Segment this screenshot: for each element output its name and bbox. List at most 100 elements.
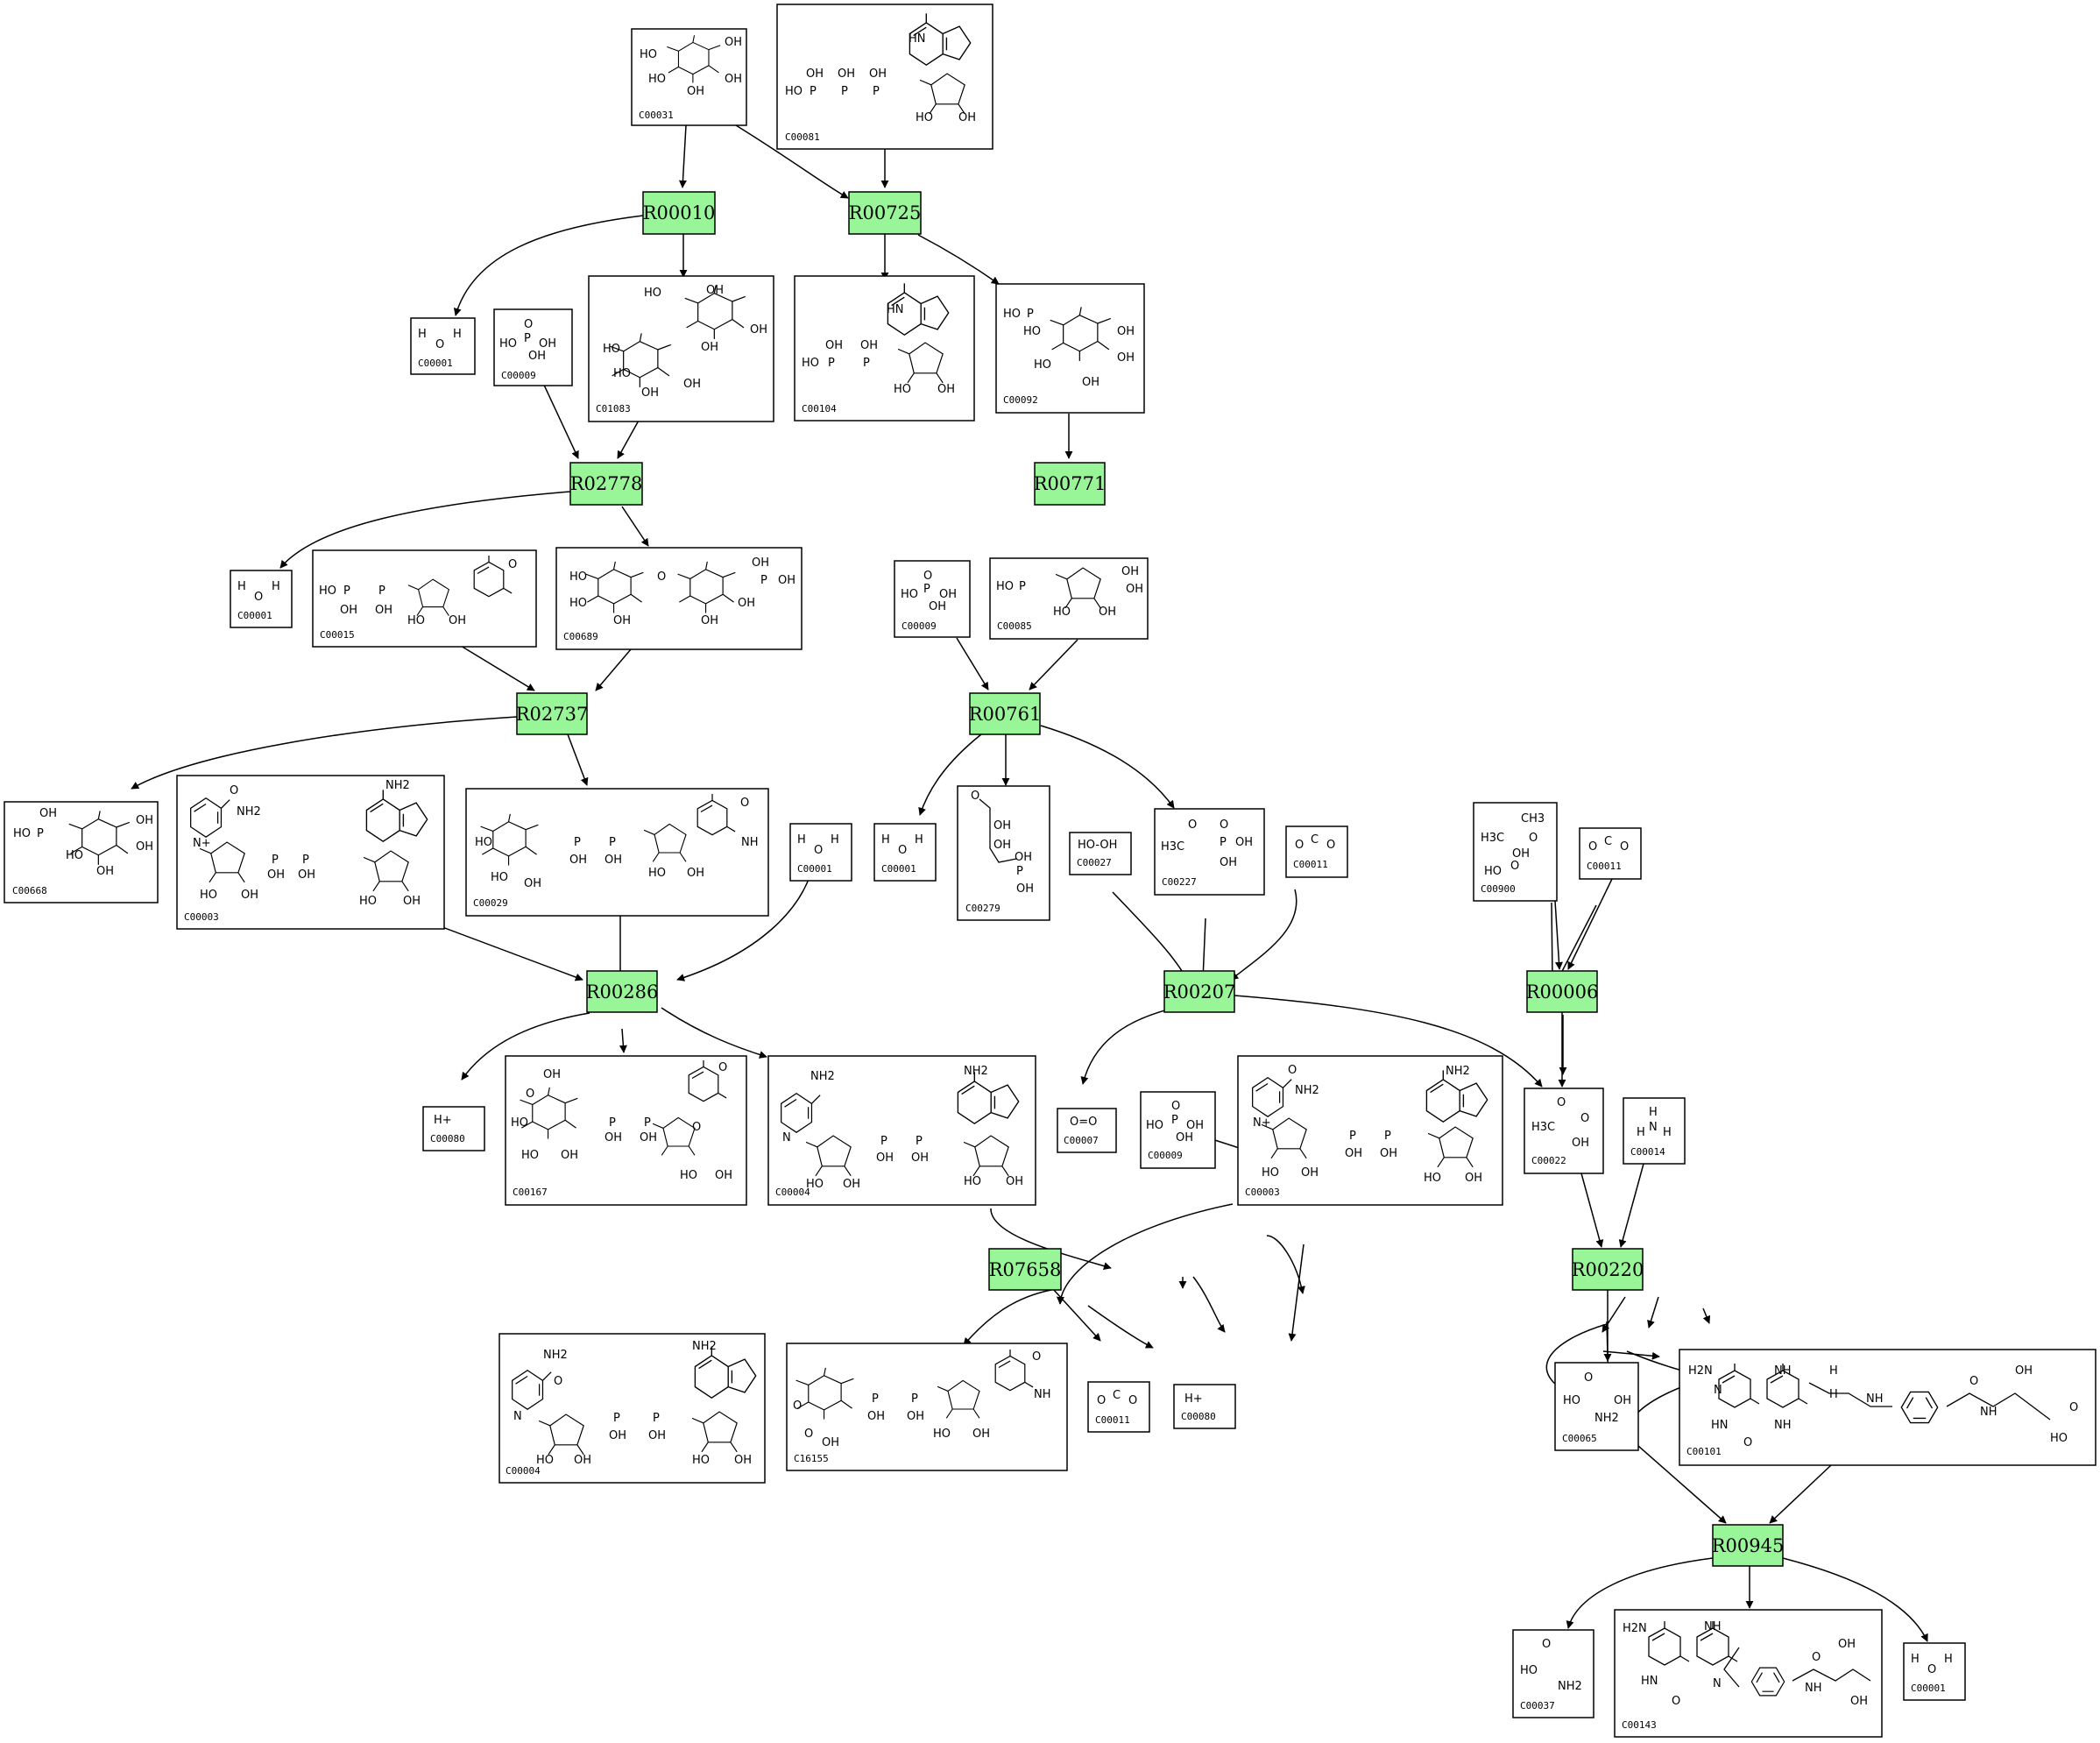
compound-label: C00143 bbox=[1622, 1719, 1657, 1731]
edge bbox=[1029, 639, 1078, 691]
compound-c00104[interactable]: HO P P OH OH HN HO OH C00104 bbox=[794, 275, 975, 422]
atom-label: O bbox=[971, 790, 979, 803]
compound-c00011[interactable]: O C O C00011 bbox=[1285, 825, 1348, 878]
reaction-r00945[interactable]: R00945 bbox=[1712, 1524, 1785, 1567]
atom-label: H bbox=[1829, 1388, 1838, 1401]
compound-c00011[interactable]: O C O C00011 bbox=[1087, 1381, 1150, 1433]
atom-label: OH bbox=[528, 350, 546, 363]
atom-label: O bbox=[1620, 840, 1629, 854]
edge bbox=[595, 648, 632, 691]
c00279-skeleton bbox=[979, 798, 1017, 863]
compound-c00080[interactable]: H+ C00080 bbox=[1173, 1384, 1236, 1429]
atom-label: O bbox=[254, 591, 263, 604]
compound-c00900[interactable]: CH3 H3C O OH HO O C00900 bbox=[1473, 802, 1558, 902]
edge bbox=[619, 1028, 627, 1053]
c00101-chain bbox=[1808, 1382, 2051, 1421]
compound-c00031[interactable]: HO OH OH HO OH C00031 bbox=[631, 28, 747, 126]
atom-label: OH bbox=[574, 1454, 591, 1467]
atom-label: OH bbox=[1614, 1394, 1631, 1407]
compound-c00080[interactable]: H+ C00080 bbox=[422, 1106, 485, 1151]
atom-label: O bbox=[1032, 1350, 1041, 1364]
compound-label: C00081 bbox=[785, 131, 820, 143]
atom-label: OH bbox=[911, 1151, 929, 1165]
compound-c00009[interactable]: O HO P OH OH C00009 bbox=[894, 560, 971, 638]
atom-label: H bbox=[272, 580, 280, 593]
atom-label: HO bbox=[996, 580, 1014, 593]
atom-label: HO bbox=[407, 614, 425, 627]
compound-c00003[interactable]: O NH2 N+ P P OH OH NH2 HO OH HO OH C0000… bbox=[176, 775, 445, 930]
reaction-r02737[interactable]: R02737 bbox=[516, 692, 589, 735]
compound-c00009[interactable]: O HO P OH OH C00009 bbox=[1140, 1091, 1216, 1169]
atom-label: OH bbox=[524, 877, 541, 890]
compound-c00027[interactable]: HO-OH C00027 bbox=[1069, 832, 1132, 875]
compound-c00001[interactable]: H O H C00001 bbox=[873, 823, 937, 882]
compound-c00009[interactable]: O HO P OH OH C00009 bbox=[493, 308, 573, 386]
atom-label: O bbox=[1171, 1100, 1180, 1113]
compound-c00279[interactable]: O OH OH OH P OH C00279 bbox=[957, 785, 1050, 921]
atom-label: P bbox=[609, 1116, 616, 1130]
reaction-r00207[interactable]: R00207 bbox=[1163, 970, 1236, 1013]
compound-label: C00689 bbox=[563, 631, 598, 642]
atom-label: OH bbox=[822, 1436, 839, 1449]
compound-c00227[interactable]: O O H3C P OH OH C00227 bbox=[1154, 808, 1265, 896]
compound-c00037[interactable]: O HO NH2 C00037 bbox=[1512, 1629, 1594, 1718]
compound-c00001[interactable]: H O H C00001 bbox=[789, 823, 852, 882]
atom-label: NH bbox=[1704, 1620, 1722, 1633]
compound-c00029[interactable]: HO P P OH OH HO OH HO OH O NH C00029 bbox=[465, 788, 769, 917]
compound-c00065[interactable]: O HO OH NH2 C00065 bbox=[1554, 1362, 1639, 1451]
atom-label: OH bbox=[1099, 606, 1116, 619]
compound-c00081[interactable]: HO P P P OH OH OH HN HO OH C00081 bbox=[776, 4, 993, 150]
reaction-r00010[interactable]: R00010 bbox=[642, 191, 716, 235]
reaction-r00771[interactable]: R00771 bbox=[1034, 462, 1107, 506]
atom-label: NH2 bbox=[237, 805, 261, 818]
reaction-r00286[interactable]: R00286 bbox=[586, 970, 659, 1013]
atom-label: NH2 bbox=[1558, 1680, 1582, 1693]
atom-label: OH bbox=[1126, 583, 1143, 596]
compound-c00014[interactable]: H H N H C00014 bbox=[1623, 1097, 1686, 1165]
edge bbox=[1602, 1296, 1626, 1333]
compound-c00668[interactable]: HO P OH OH OH HO OH C00668 bbox=[4, 801, 159, 903]
compound-c00689[interactable]: HO HO OH O OH OH OH P OH C00689 bbox=[555, 547, 803, 650]
compound-c00004[interactable]: NH2 N P P OH OH NH2 HO OH HO OH C00004 bbox=[767, 1055, 1036, 1206]
compound-c00022[interactable]: O H3C O OH C00022 bbox=[1524, 1088, 1604, 1174]
compound-c00092[interactable]: HO P HO OH OH HO OH C00092 bbox=[995, 283, 1145, 414]
atom-label: OH bbox=[561, 1149, 578, 1162]
reaction-r00761[interactable]: R00761 bbox=[969, 692, 1042, 735]
atom-label: C bbox=[1604, 835, 1612, 848]
edge bbox=[1557, 904, 1597, 981]
atom-label: H bbox=[1663, 1126, 1672, 1139]
compound-label: C00080 bbox=[430, 1133, 465, 1144]
atom-label: NH bbox=[1034, 1388, 1051, 1401]
compound-c00003[interactable]: O NH2 N+ P P OH OH NH2 HO OH HO OH C0000… bbox=[1237, 1055, 1503, 1206]
edge bbox=[1647, 1296, 1659, 1329]
reaction-r00725[interactable]: R00725 bbox=[848, 191, 922, 235]
atom-label: OH bbox=[907, 1410, 924, 1423]
reaction-r00220[interactable]: R00220 bbox=[1572, 1248, 1644, 1291]
reaction-r02778[interactable]: R02778 bbox=[569, 462, 643, 506]
compound-c00015[interactable]: HO P P OH OH HO OH O C00015 bbox=[312, 549, 537, 648]
compound-c01083[interactable]: HO OH OH OH HO HO OH OH C01083 bbox=[588, 275, 774, 422]
atom-label: P bbox=[644, 1116, 651, 1130]
edge bbox=[918, 733, 982, 816]
atom-label: H bbox=[831, 833, 839, 847]
compound-c00004[interactable]: NH2 O N P P OH OH NH2 HO OH HO OH C00004 bbox=[498, 1333, 766, 1484]
atom-label: NH2 bbox=[810, 1070, 835, 1083]
compound-c00007[interactable]: O=O C00007 bbox=[1057, 1108, 1117, 1153]
compound-c00167[interactable]: OH O HO HO OH P P OH OH O O HO OH C00167 bbox=[505, 1055, 747, 1206]
atom-label: P bbox=[609, 836, 616, 849]
compound-c00143[interactable]: H2N HN O NH N O NH OH OH C00143 bbox=[1614, 1609, 1883, 1738]
compound-c00011[interactable]: O C O C00011 bbox=[1579, 827, 1642, 880]
reaction-r00006[interactable]: R00006 bbox=[1526, 970, 1599, 1013]
atom-label: HO bbox=[569, 597, 587, 610]
reaction-r07658[interactable]: R07658 bbox=[988, 1248, 1062, 1291]
compound-c00085[interactable]: HO P OH OH HO OH C00085 bbox=[989, 557, 1149, 640]
atom-label: OH bbox=[701, 614, 718, 627]
compound-c00001[interactable]: H O H C00001 bbox=[410, 317, 476, 375]
compound-c16155[interactable]: O O OH P P OH OH O NH HO OH C16155 bbox=[786, 1343, 1068, 1471]
compound-c00001[interactable]: H O H C00001 bbox=[1903, 1642, 1966, 1701]
atom-label: NH bbox=[1866, 1392, 1884, 1406]
compound-c00101[interactable]: H2N N HN O NH NH H H NH O NH OH O HO C00… bbox=[1679, 1349, 2096, 1466]
compound-label: C00001 bbox=[881, 863, 916, 875]
compound-c00001[interactable]: H O H C00001 bbox=[230, 570, 293, 628]
atom-label: NH2 bbox=[1295, 1084, 1319, 1097]
